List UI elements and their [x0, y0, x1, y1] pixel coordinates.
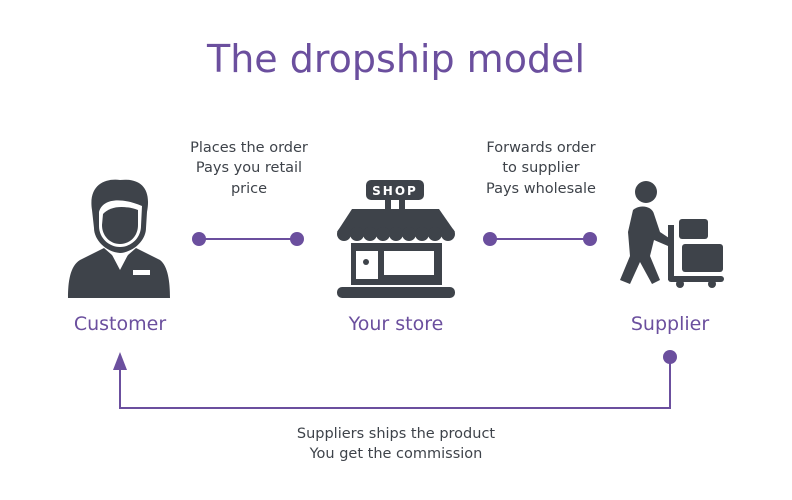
- edge-text: You get the commission: [309, 446, 483, 462]
- edge-label-customer-store: Places the order Pays you retail price: [190, 140, 308, 197]
- edge-text: Places the order: [190, 140, 308, 156]
- edge-text: to supplier: [502, 160, 579, 176]
- edge-text: price: [231, 181, 267, 197]
- store-label: Your store: [348, 313, 444, 335]
- shop-storefront-icon: SHOP: [337, 180, 455, 298]
- diagram-title: The dropship model: [206, 37, 585, 81]
- edge-text: Forwards order: [486, 140, 595, 156]
- edge-text: Suppliers ships the product: [297, 426, 496, 442]
- supplier-hand-truck-icon: [620, 181, 724, 288]
- customer-label: Customer: [74, 313, 166, 335]
- customer-person-icon: [68, 179, 170, 298]
- edge-label-store-supplier: Forwards order to supplier Pays wholesal…: [486, 140, 596, 197]
- arrow-up-icon: [113, 352, 127, 370]
- edge-label-supplier-customer: Suppliers ships the product You get the …: [297, 426, 496, 462]
- connector-supplier-customer: [113, 350, 677, 409]
- shop-sign-text: SHOP: [372, 184, 418, 198]
- edge-text: Pays wholesale: [486, 181, 596, 197]
- edge-text: Pays you retail: [196, 160, 302, 176]
- supplier-label: Supplier: [631, 313, 709, 335]
- connector-store-supplier: [483, 232, 597, 246]
- connector-customer-store: [192, 232, 304, 246]
